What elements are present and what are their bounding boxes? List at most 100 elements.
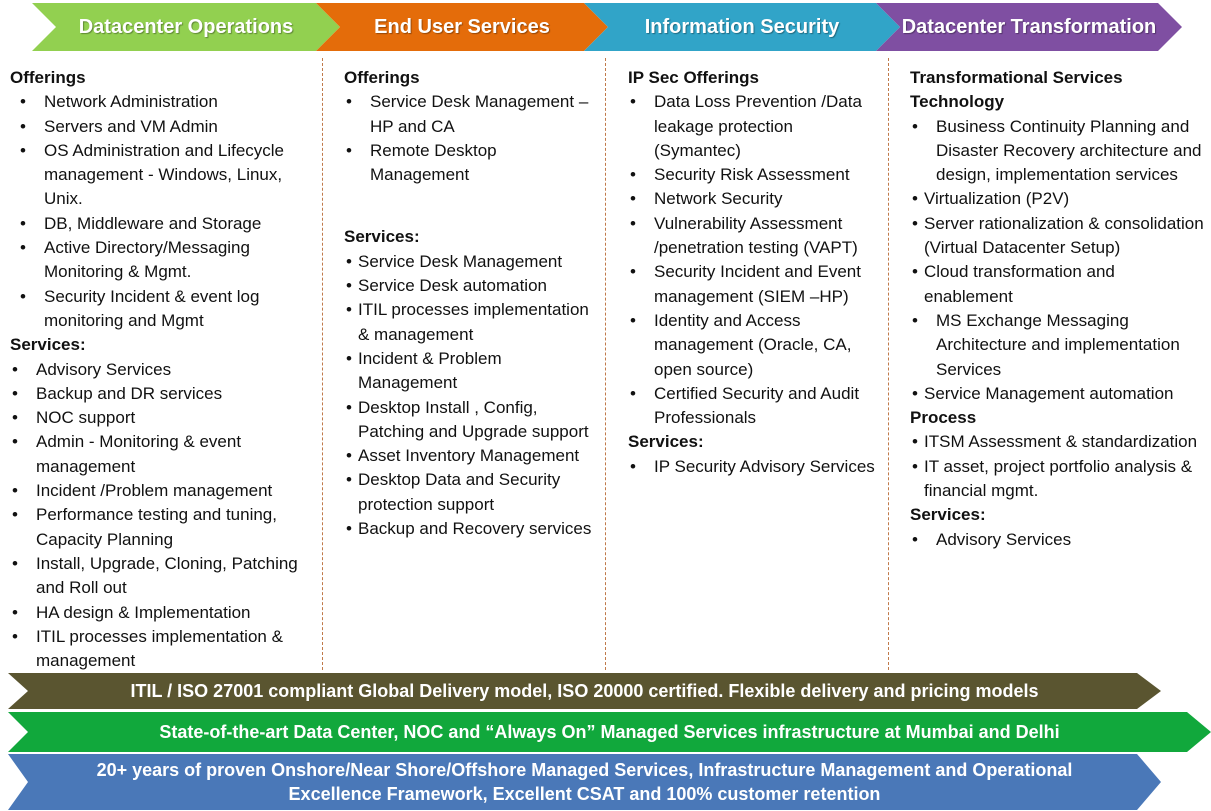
chevron-datacenter-transformation: Datacenter Transformation	[876, 3, 1182, 51]
list-item-text: Cloud transformation and enablement	[924, 262, 1115, 306]
list-item-text: Incident & Problem Management	[358, 348, 502, 393]
list-item: • Service Management automation	[910, 382, 1206, 406]
list-item: •Service Desk automation	[344, 274, 594, 298]
bullet-icon: •	[630, 165, 636, 185]
chevron-information-security: Information Security	[584, 3, 900, 51]
list-item-text: Install, Upgrade, Cloning, Patching and …	[36, 553, 298, 598]
column-end-user-services: Offerings • Service Desk Management – HP a…	[344, 66, 594, 541]
bullet-icon: •	[346, 251, 352, 271]
column-block: • MS Exchange Messaging Architecture and …	[910, 309, 1206, 382]
list-item-text: Incident /Problem management	[36, 481, 273, 501]
list-item-text: Advisory Services	[936, 529, 1072, 549]
column-block: Process•ITSM Assessment & standardizatio…	[910, 406, 1206, 503]
list-item: •Active Directory/Messaging Monitoring &…	[10, 236, 315, 285]
column-block: Services:•Service Desk Management•Servic…	[344, 225, 594, 541]
bullet-icon: •	[912, 383, 918, 403]
list-item-text: Servers and VM Admin	[44, 116, 218, 136]
list-item-text: Vulnerability Assessment /penetration te…	[654, 213, 858, 258]
list-item: • Network Administration	[10, 90, 315, 114]
banner-datacenter-infrastructure: State-of-the-art Data Center, NOC and “A…	[8, 712, 1211, 752]
list-item-text: Server rationalization & consolidation (…	[924, 213, 1204, 258]
column-block: Services:•IP Security Advisory Services	[628, 430, 878, 479]
list-item: • Security Risk Assessment	[628, 163, 878, 187]
bullet-icon: •	[630, 310, 636, 330]
column-datacenter-operations: Offerings • Network Administration • Servers…	[10, 66, 315, 673]
bullet-icon: •	[912, 456, 918, 476]
chevron-label: Datacenter Transformation	[901, 16, 1157, 38]
list-item-text: Network Administration	[44, 92, 218, 112]
bullet-icon: •	[12, 359, 18, 379]
bullet-icon: •	[912, 262, 918, 282]
bullet-icon: •	[20, 116, 26, 136]
bullet-icon: •	[346, 92, 352, 112]
list-item-text: Business Continuity Planning and Disaste…	[936, 116, 1202, 185]
bullet-icon: •	[20, 140, 26, 160]
column-separator	[888, 58, 889, 670]
column-block: Services:•Advisory Services•Backup and D…	[10, 333, 315, 673]
list-item-text: Security Incident and Event management (…	[654, 262, 861, 306]
list-item: •Network Security	[628, 187, 878, 211]
bullet-icon: •	[346, 470, 352, 490]
bullet-icon: •	[630, 383, 636, 403]
bullet-icon: •	[12, 383, 18, 403]
bullet-icon: •	[630, 189, 636, 209]
list-item: • ITSM Assessment & standardization	[910, 430, 1206, 454]
list-item: •Business Continuity Planning and Disast…	[910, 115, 1206, 188]
bullet-icon: •	[346, 276, 352, 296]
section-heading: Services:	[628, 432, 704, 452]
list-item-text: IT asset, project portfolio analysis & f…	[924, 456, 1193, 501]
list-item: • MS Exchange Messaging Architecture and …	[910, 309, 1206, 382]
bullet-icon: •	[630, 213, 636, 233]
list-item: •HA design & Implementation	[10, 601, 315, 625]
list-item: •Backup and DR services	[10, 382, 315, 406]
column-block: Technology•Business Continuity Planning …	[910, 90, 1206, 187]
list-item: • NOC support	[10, 406, 315, 430]
bullet-icon: •	[346, 140, 352, 160]
list-item: • Performance testing and tuning, Capacit…	[10, 503, 315, 552]
list-item: •Incident /Problem management	[10, 479, 315, 503]
bullet-icon: •	[912, 432, 918, 452]
list-item-text: Certified Security and Audit Professiona…	[654, 383, 860, 428]
list-item-text: MS Exchange Messaging Architecture and i…	[936, 310, 1180, 379]
list-item-text: Service Desk Management – HP and CA	[370, 92, 589, 136]
list-item: •Desktop Install , Config, Patching and …	[344, 396, 594, 445]
bullet-icon: •	[912, 310, 918, 330]
list-item-text: Desktop Data and Security protection sup…	[358, 470, 561, 514]
column-separator	[605, 58, 606, 670]
list-item: •Asset Inventory Management	[344, 444, 594, 468]
list-item: •OS Administration and Lifecycle managem…	[10, 139, 315, 212]
list-item-text: ITSM Assessment & standardization	[924, 432, 1198, 452]
bullet-icon: •	[12, 505, 18, 525]
list-item: • Vulnerability Assessment /penetration t…	[628, 212, 878, 261]
bullet-icon: •	[12, 432, 18, 452]
list-item-text: Remote Desktop Management	[370, 140, 497, 185]
list-item-text: Security Risk Assessment	[654, 165, 850, 185]
list-item: •Identity and Access management (Oracle,…	[628, 309, 878, 382]
list-item: • IT asset, project portfolio analysis & …	[910, 455, 1206, 504]
list-item-text: NOC support	[36, 408, 136, 428]
list-item-text: Service Management automation	[924, 383, 1174, 403]
list-item-text: Security Incident & event log monitoring…	[44, 286, 260, 330]
bullet-icon: •	[12, 408, 18, 428]
list-item-text: Performance testing and tuning, Capacity…	[36, 505, 277, 549]
column-information-security: IP Sec Offerings•Data Loss Prevention /D…	[628, 66, 878, 479]
list-item: •Server rationalization & consolidation …	[910, 212, 1206, 261]
list-item-text: Admin - Monitoring & event management	[36, 432, 242, 476]
section-heading: Offerings	[10, 68, 86, 87]
list-item-text: Active Directory/Messaging Monitoring & …	[44, 238, 250, 282]
list-item: •Backup and Recovery services	[344, 517, 594, 541]
chevron-label: End User Services	[374, 16, 550, 38]
list-item: •Install, Upgrade, Cloning, Patching and…	[10, 552, 315, 601]
list-item: •Service Desk Management	[344, 250, 594, 274]
list-item: •Incident & Problem Management	[344, 347, 594, 396]
section-heading: Transformational Services	[910, 68, 1123, 87]
chevron-datacenter-operations: Datacenter Operations	[32, 3, 340, 51]
bullet-icon: •	[20, 92, 26, 112]
column-block: • Service Management automation	[910, 382, 1206, 406]
list-item: • Cloud transformation and enablement	[910, 260, 1206, 309]
bullet-icon: •	[20, 213, 26, 233]
chevron-label: Datacenter Operations	[78, 16, 294, 38]
list-item: • Admin - Monitoring & event management	[10, 430, 315, 479]
section-heading: Offerings	[344, 68, 420, 87]
list-item-text: HA design & Implementation	[36, 602, 251, 622]
